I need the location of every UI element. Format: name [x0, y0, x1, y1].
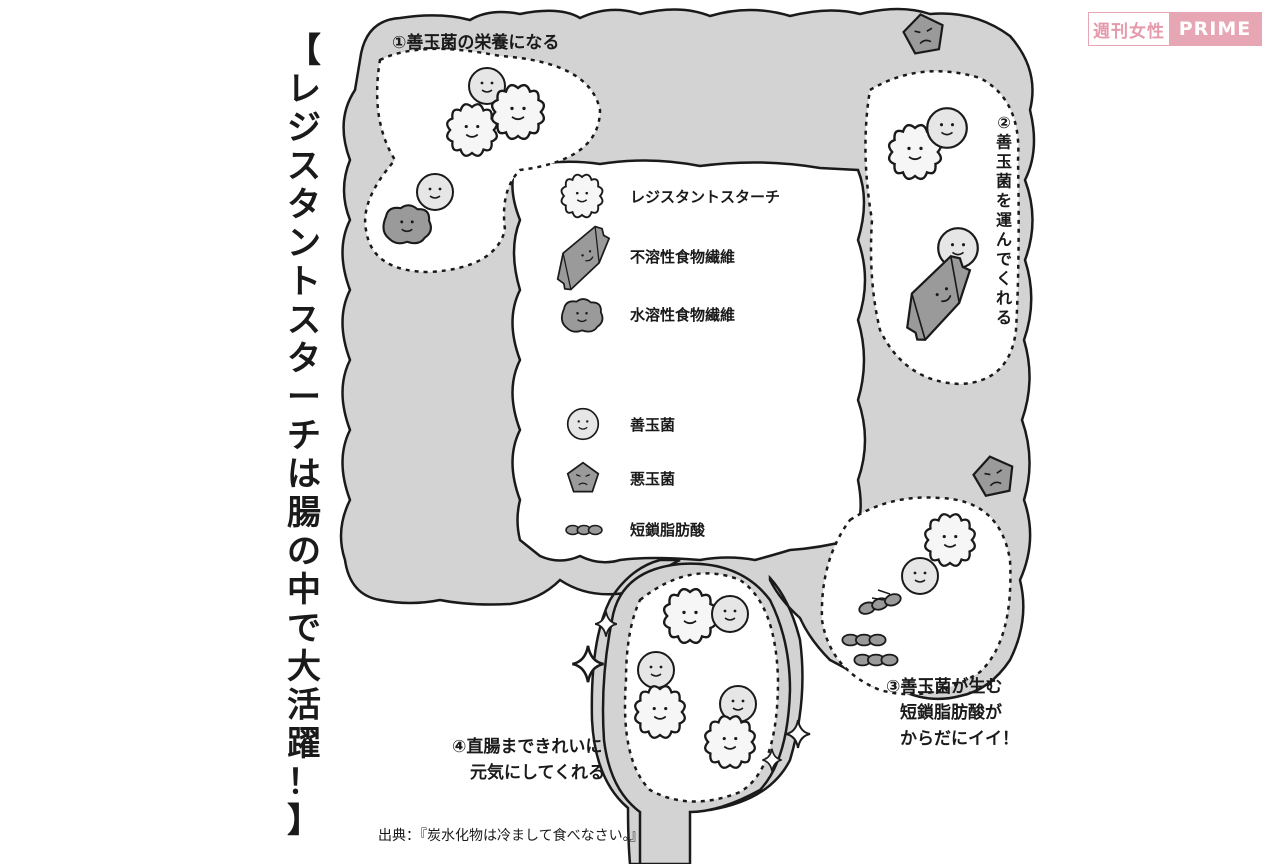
short-chain-fatty-acid-icon: [565, 524, 603, 536]
resistant-starch-icon: [447, 104, 497, 156]
title-char: レ: [287, 70, 321, 110]
title-char: 【: [287, 31, 321, 71]
good-bacteria-icon: [638, 652, 674, 688]
resistant-starch-icon: [705, 716, 755, 768]
title-char: タ: [287, 339, 321, 379]
step-2-char: ②: [997, 113, 1011, 132]
resistant-starch-icon: [664, 589, 716, 643]
region-3-icons: [841, 514, 975, 667]
step-2-char: 玉: [996, 152, 1012, 171]
title-char: ン: [287, 224, 321, 264]
colon-inner-space: [511, 159, 867, 564]
title-char: 中: [287, 570, 321, 610]
step-2-char: 菌: [996, 172, 1012, 191]
legend-label-scfa: 短鎖脂肪酸: [630, 521, 706, 539]
legend-label-soluble-fiber: 水溶性食物繊維: [630, 306, 735, 324]
step-2-char: く: [996, 269, 1012, 288]
logo-text-1: 週刊女性: [1093, 21, 1165, 42]
logo-text-2: PRIME: [1169, 13, 1261, 45]
step-2-char: る: [996, 308, 1012, 327]
title-char: で: [287, 609, 321, 649]
publisher-logo: 週刊女性 PRIME: [1088, 12, 1262, 46]
step-2-char: で: [996, 250, 1012, 269]
title-char: 大: [287, 647, 321, 687]
legend-label-bad-bacteria: 悪玉菌: [630, 470, 675, 488]
resistant-starch-icon: [492, 85, 544, 139]
step-3-line-3: からだにイイ！: [900, 729, 1019, 749]
good-bacteria-icon: [712, 596, 748, 632]
step-2-char: ん: [996, 230, 1012, 249]
step-2-char: を: [996, 191, 1012, 210]
resistant-starch-icon: [635, 686, 685, 738]
good-bacteria-icon: [902, 558, 938, 594]
legend-label-good-bacteria: 善玉菌: [630, 416, 675, 434]
step-4-line-1: ④直腸まできれいに: [452, 736, 602, 757]
title-char: タ: [287, 185, 321, 225]
title-char: ー: [287, 378, 321, 418]
legend-label-insoluble-fiber: 不溶性食物繊維: [630, 248, 735, 266]
good-bacteria-icon: [927, 108, 967, 148]
title-char: ジ: [287, 108, 321, 148]
soluble-fiber-icon: [383, 205, 430, 243]
good-bacteria-icon: [417, 174, 453, 210]
title-char: 躍: [287, 724, 321, 764]
title-char: は: [287, 455, 321, 495]
title-char: ！: [287, 763, 321, 803]
title-char: 活: [287, 686, 321, 726]
title-char: の: [287, 532, 321, 572]
step-2-char: 運: [996, 211, 1012, 230]
step-4-line-2: 元気にしてくれる: [470, 762, 605, 783]
legend: レジスタントスターチ 不溶性食物繊維 水溶性食物繊維 善玉菌 悪玉菌 短鎖脂肪酸: [544, 175, 780, 539]
step-3-line-1: ③善玉菌が生む: [886, 676, 1002, 697]
soluble-fiber-icon: [562, 299, 603, 332]
step-3-line-2: 短鎖脂肪酸が: [900, 702, 1002, 723]
title-char: ス: [287, 301, 321, 341]
legend-label-resistant-starch: レジスタントスターチ: [630, 188, 780, 206]
title-char: 】: [287, 801, 321, 841]
step-2-char: 善: [996, 133, 1012, 152]
title-char: 腸: [287, 493, 321, 533]
title-char: ス: [287, 147, 321, 187]
region-3: [820, 496, 1012, 696]
good-bacteria-icon: [568, 409, 599, 440]
source-citation: 出典：『炭水化物は冷まして食べなさい。』: [378, 827, 644, 844]
step-2-char: れ: [996, 289, 1012, 308]
title-char: チ: [287, 416, 321, 456]
title-char: ト: [287, 262, 321, 302]
resistant-starch-icon: [562, 175, 603, 218]
short-chain-fatty-acid-icon: [841, 633, 887, 647]
resistant-starch-icon: [925, 514, 975, 566]
step-1-caption: ①善玉菌の栄養になる: [392, 32, 559, 53]
short-chain-fatty-acid-icon: [853, 653, 899, 667]
